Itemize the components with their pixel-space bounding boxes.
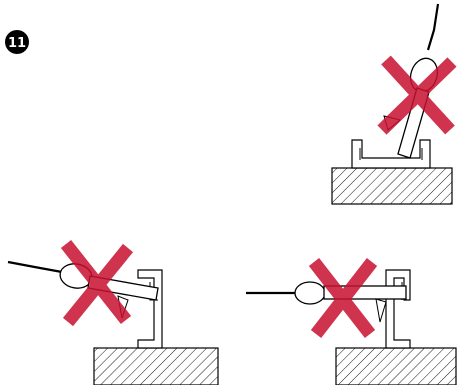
hatched-base xyxy=(93,347,219,385)
u-bracket xyxy=(351,139,431,169)
panel-tool-horizontal-left xyxy=(246,258,457,385)
red-x-icon xyxy=(60,239,134,327)
red-x-icon xyxy=(377,55,457,135)
cable xyxy=(426,3,440,51)
l-bracket xyxy=(385,269,411,349)
tool-head xyxy=(294,281,326,305)
panel-tool-angled-left xyxy=(7,239,219,385)
red-x-icon xyxy=(308,258,378,338)
hatched-base xyxy=(335,347,457,385)
l-bracket xyxy=(137,269,163,349)
cable xyxy=(7,260,63,274)
badge-circle xyxy=(5,30,29,54)
panel-tool-tilted-in-bracket xyxy=(331,3,457,205)
step-number-badge: 11 xyxy=(5,30,29,54)
hatched-base xyxy=(331,167,453,205)
step-number: 11 xyxy=(8,36,26,51)
